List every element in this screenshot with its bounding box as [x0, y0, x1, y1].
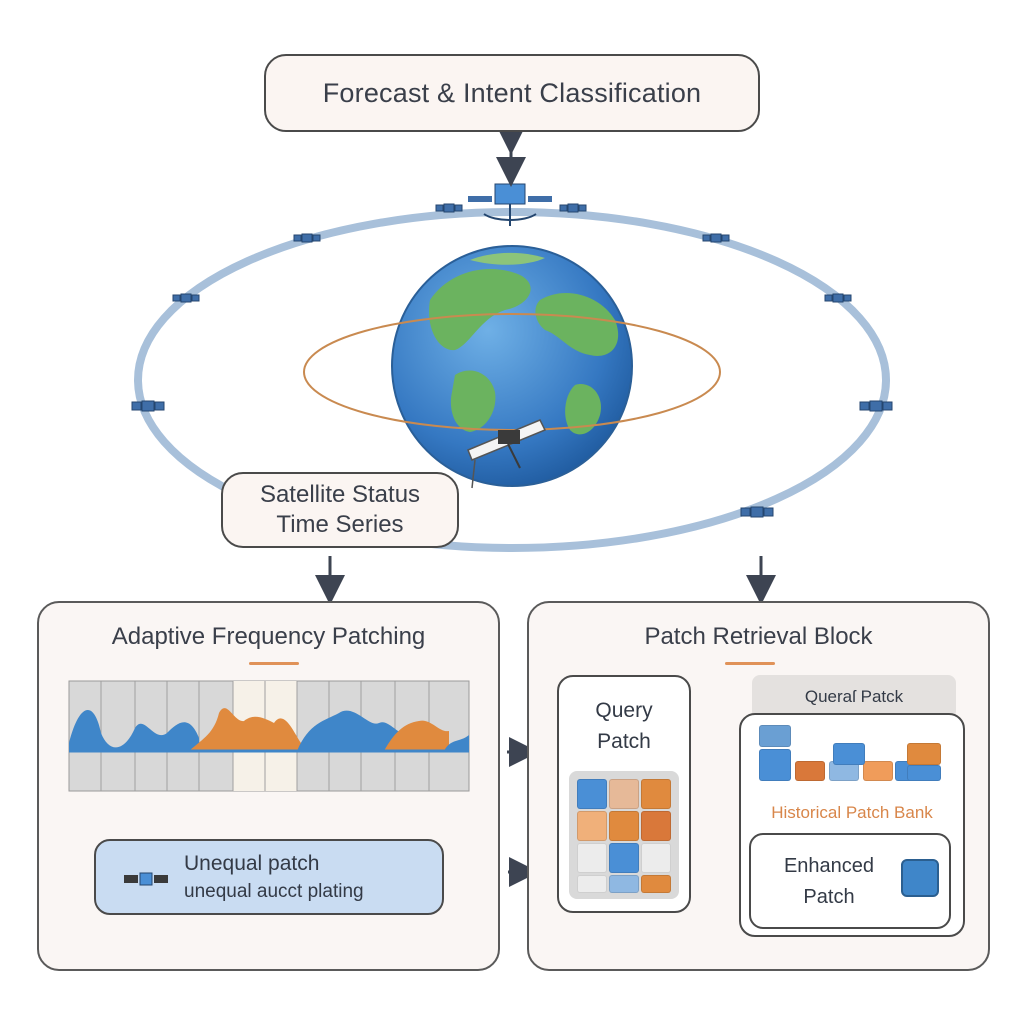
patch-cell [907, 743, 941, 765]
patch-cell [795, 761, 825, 781]
patch-cell [609, 779, 639, 809]
bank-header: Queraſ Patck [752, 675, 956, 719]
patch-cell [759, 725, 791, 747]
panel-title: Adaptive Frequency Patching [111, 623, 426, 650]
enhanced-patch-square [901, 859, 939, 897]
patch-cell [609, 875, 639, 893]
patch-cell [641, 843, 671, 873]
query-line-1: Query [595, 699, 653, 722]
title-underline [249, 662, 299, 665]
patch-retrieval-panel: Patch Retrieval Block Query Patch Queraſ… [527, 601, 990, 971]
patch-cell [577, 843, 607, 873]
panel-title: Patch Retrieval Block [644, 623, 873, 650]
frequency-waveform [68, 680, 470, 792]
patch-cell [863, 761, 893, 781]
patch-cell [907, 765, 941, 781]
enhanced-label: Enhanced Patch [769, 851, 889, 913]
query-patch-box: Query Patch [557, 675, 691, 913]
query-label: Query Patch [559, 695, 689, 757]
patch-cell [609, 843, 639, 873]
historical-patch-bank: Historical Patch Bank Enhanced Patch [739, 713, 965, 937]
unequal-line-1: Unequal patch [184, 852, 320, 875]
enhanced-line-2: Patch [803, 886, 855, 908]
satellite-icon [131, 203, 893, 518]
satellite-icon [468, 183, 552, 226]
satellite-status-box: Satellite Status Time Series [221, 472, 459, 548]
outer-orbit [134, 208, 890, 552]
status-line-2: Time Series [276, 511, 404, 538]
enhanced-patch-box: Enhanced Patch [749, 833, 951, 929]
patch-cell [577, 779, 607, 809]
adaptive-frequency-panel: Adaptive Frequency Patching Unequal patc… [37, 601, 500, 971]
bank-label: Historical Patch Bank [771, 803, 933, 822]
patch-cell [577, 875, 607, 893]
satellite-icon [124, 872, 168, 886]
globe-icon [391, 245, 633, 487]
title-underline [725, 662, 775, 665]
patch-cell [577, 811, 607, 841]
patch-cell [609, 811, 639, 841]
patch-cell [759, 749, 791, 781]
query-line-2: Patch [597, 730, 651, 753]
patch-cell [641, 811, 671, 841]
title-text: Forecast & Intent Classification [322, 77, 702, 108]
patch-cell [641, 875, 671, 893]
patch-cell [833, 743, 865, 765]
status-line-1: Satellite Status [259, 481, 421, 508]
enhanced-line-1: Enhanced [783, 855, 875, 877]
patch-cell [641, 779, 671, 809]
unequal-patch-box: Unequal patch unequal aucct plating [94, 839, 444, 915]
satellite-icon [467, 419, 547, 489]
title-box: Forecast & Intent Classification [264, 54, 760, 132]
query-patch-grid [569, 771, 679, 899]
unequal-line-2: unequal aucct plating [184, 881, 364, 902]
